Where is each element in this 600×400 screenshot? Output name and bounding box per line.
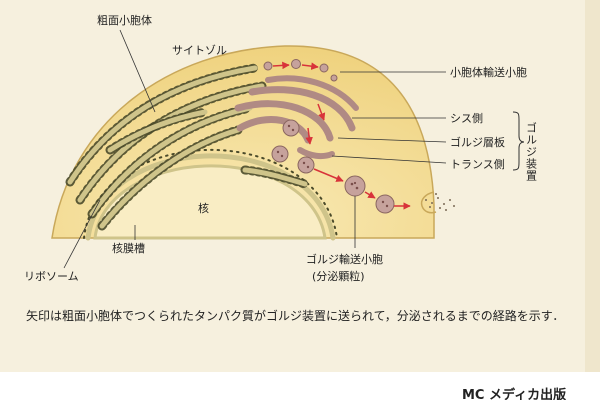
er-vesicles (263, 59, 338, 82)
golgi-vesicles (271, 119, 395, 214)
label-golgi-apparatus: ゴルジ装置 (525, 121, 538, 182)
golgi-arrows (305, 103, 326, 145)
rough-er (65, 63, 310, 231)
label-secretory-granule: (分泌顆粒) (312, 269, 365, 283)
label-cytosol: サイトゾル (172, 44, 227, 57)
label-rough-er: 粗面小胞体 (97, 13, 152, 27)
label-transport-vesicle: 小胞体輸送小胞 (450, 65, 527, 79)
golgi-bracket (512, 111, 525, 171)
secreted-granules (425, 193, 455, 211)
panel-edge (585, 0, 600, 372)
golgi-apparatus (234, 75, 359, 160)
label-golgi-cisterna: ゴルジ層板 (450, 135, 505, 149)
nucleus (93, 164, 327, 240)
label-cis-side: シス側 (450, 112, 483, 125)
plasma-membrane-bulge (420, 191, 437, 214)
nuclear-envelope-ribosomes (83, 148, 338, 239)
vesicle-arrows-top (272, 61, 319, 70)
label-golgi-vesicle: ゴルジ輸送小胞 (306, 252, 383, 266)
label-ribosome: リボソーム (24, 270, 79, 283)
secretion-arrows (313, 168, 411, 210)
leader-lines (63, 29, 447, 269)
publisher-logo: MC メディカ出版 (462, 388, 567, 400)
label-nuclear-envelope: 核膜槽 (112, 241, 145, 255)
label-trans-side: トランス側 (450, 158, 505, 171)
cell-diagram: 粗面小胞体 サイトゾル 小胞体輸送小胞 シス側 ゴルジ層板 トランス側 核 核膜… (24, 13, 538, 283)
figure-caption: 矢印は粗面小胞体でつくられたタンパク質がゴルジ装置に送られて，分泌されるまでの経… (14, 309, 565, 323)
vesicle-speckles (276, 124, 389, 208)
label-nucleus: 核 (198, 201, 209, 215)
